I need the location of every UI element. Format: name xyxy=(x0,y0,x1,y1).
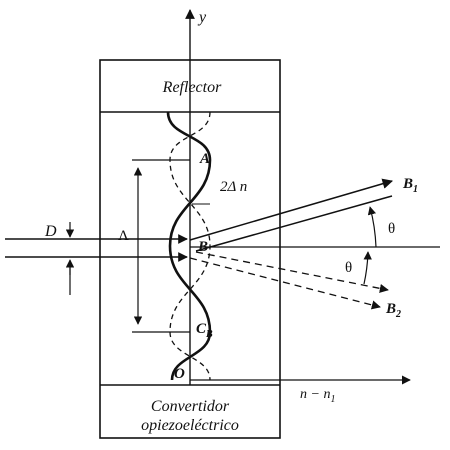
beam-b2-lower xyxy=(189,257,381,310)
transducer-label-line2: opiezoeléctrico xyxy=(141,417,239,434)
lambda-label: Λ xyxy=(118,228,129,244)
transducer-label-line1: Convertidor xyxy=(151,398,230,415)
x-axis-subscript: 1 xyxy=(330,394,335,405)
point-c-subscript: B xyxy=(205,329,213,340)
beam-width-label: D xyxy=(44,223,57,240)
x-axis-label: n − n1 xyxy=(300,387,335,405)
beam-b1-label: B1 xyxy=(402,176,418,195)
beam-b1-subscript: 1 xyxy=(413,184,418,195)
point-a-label: A xyxy=(199,151,210,167)
y-axis-label: y xyxy=(197,9,207,26)
angle-theta-lower-arc xyxy=(363,251,372,285)
beam-b2-subscript: 2 xyxy=(395,309,401,320)
reflector-label: Reflector xyxy=(162,79,222,96)
origin-label: O xyxy=(174,366,185,382)
beam-b2-label: B2 xyxy=(385,301,401,320)
amplitude-label: 2Δ n xyxy=(220,179,247,195)
angle-theta-lower-label: θ xyxy=(345,260,352,276)
beam-b1-upper xyxy=(189,178,394,241)
solid-wave xyxy=(166,111,212,381)
angle-theta-upper-arc xyxy=(367,206,377,248)
angle-theta-upper-label: θ xyxy=(388,221,395,237)
beam-b2-upper xyxy=(195,251,389,293)
beam-b1-lower xyxy=(195,195,393,252)
dashed-wave xyxy=(169,111,211,381)
point-c-label: CB xyxy=(196,321,213,340)
